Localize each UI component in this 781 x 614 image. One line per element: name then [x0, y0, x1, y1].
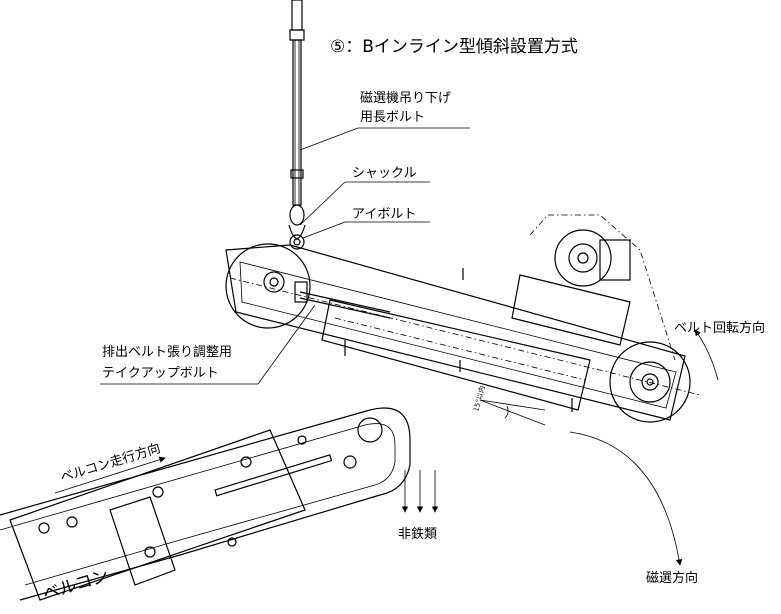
label-belt-rotation: ベルト回転方向 [674, 320, 765, 336]
hanging-bolt [289, 0, 305, 226]
separator-frame [225, 244, 686, 421]
magnet-box [321, 299, 591, 411]
label-takeup-2: テイクアップボルト [102, 366, 219, 381]
label-hanging-bolt-2: 用長ボルト [360, 110, 425, 125]
shackle [288, 224, 306, 250]
page-title: ⑤：Bインライン型傾斜設置方式 [330, 37, 578, 57]
label-shackle: シャックル [352, 166, 417, 181]
drive-motor [554, 229, 612, 287]
label-conveyor-direction: ベルコン走行方向 [58, 440, 162, 486]
label-belt-conveyor: ベルコン [41, 566, 112, 605]
label-takeup-1: 排出ベルト張り調整用 [102, 345, 232, 360]
label-eye-bolt: アイボルト [352, 207, 416, 222]
conveyor-direction-arrow [54, 456, 166, 494]
conveyor-frame [9, 429, 306, 601]
magnetic-separator: 15°以内 [225, 214, 701, 426]
gearbox [511, 274, 631, 346]
right-pulley [609, 341, 691, 423]
label-non-ferrous: 非鉄類 [398, 527, 437, 542]
leader-lines [100, 127, 470, 385]
belt-rotation-arrow [694, 329, 719, 381]
conveyor-belt-outline [0, 407, 411, 601]
left-pulley [225, 243, 311, 329]
magnetic-direction-arrow [569, 431, 683, 566]
angle-note: 15°以内 [471, 385, 487, 413]
belt-conveyor [0, 407, 411, 601]
label-magnetic-direction: 磁選方向 [646, 570, 698, 586]
non-ferrous-arrows [401, 470, 439, 513]
label-hanging-bolt-1: 磁選機吊り下げ [360, 91, 451, 106]
